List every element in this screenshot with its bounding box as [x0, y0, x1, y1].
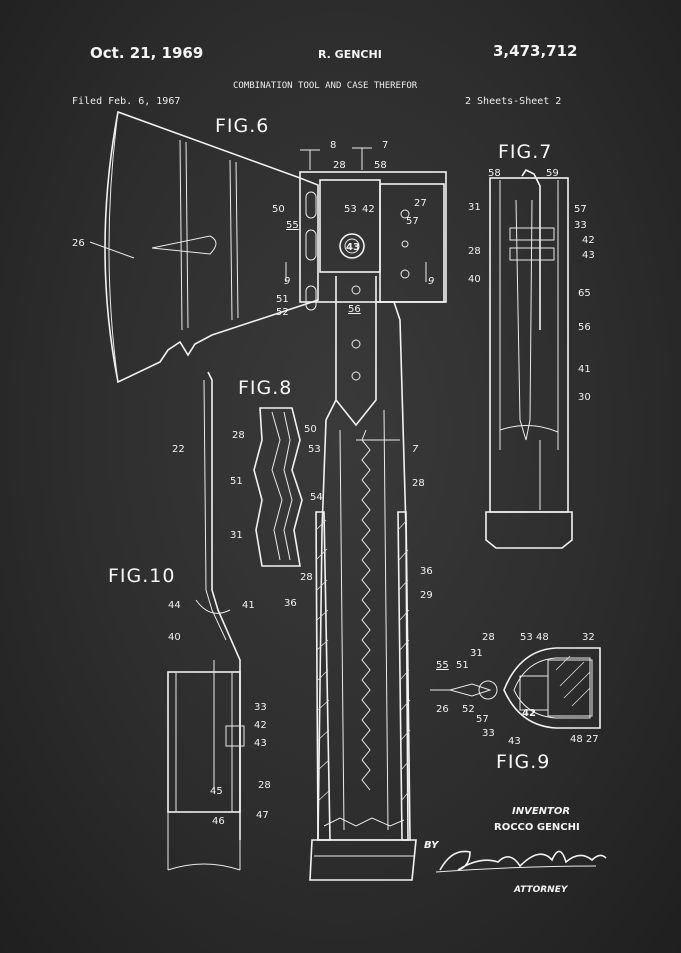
fig6-head-body	[299, 171, 447, 427]
fig9-label-51: 51	[456, 660, 469, 671]
fig8-reference-numerals: 28 50 53 51 54 31 28	[230, 424, 323, 583]
fig10-label-46: 46	[212, 816, 225, 827]
fig9-section	[430, 647, 601, 729]
fig6-label-9a: 9	[284, 276, 290, 287]
fig9-label-43: 43	[508, 736, 521, 747]
fig10-label-28: 28	[258, 780, 271, 791]
fig10-label-42: 42	[254, 720, 267, 731]
fig7-label-33: 33	[574, 220, 587, 231]
fig7-label-42: 42	[582, 235, 595, 246]
fig9-label-42: 42	[522, 708, 536, 719]
inventor-full-name: ROCCO GENCHI	[494, 822, 580, 833]
fig6-caption: FIG.6	[215, 115, 269, 137]
fig6-reference-numerals: 8 7 28 58 50 53 42 27 55 57 43 26 9 9 51…	[72, 140, 434, 609]
fig9-label-57: 57	[476, 714, 489, 725]
fig7-label-56: 56	[578, 322, 591, 333]
fig10-label-44: 44	[168, 600, 181, 611]
fig9-label-32: 32	[582, 632, 595, 643]
fig7-caption: FIG.7	[498, 141, 552, 163]
fig8-label-54: 54	[310, 492, 323, 503]
fig10-label-43: 43	[254, 738, 267, 749]
fig9-label-31: 31	[470, 648, 483, 659]
by-label: BY	[424, 840, 440, 851]
fig6-label-29: 29	[420, 590, 433, 601]
fig7-label-57: 57	[574, 204, 587, 215]
fig6-section-markers	[285, 147, 427, 441]
fig6-label-57: 57	[406, 216, 419, 227]
fig6-label-43: 43	[346, 242, 360, 253]
filed-date: Filed Feb. 6, 1967	[72, 96, 180, 107]
fig9-label-52: 52	[462, 704, 475, 715]
fig7-sheath	[485, 168, 573, 549]
fig7-label-40: 40	[468, 274, 481, 285]
fig10-label-47: 47	[256, 810, 269, 821]
fig9-label-33: 33	[482, 728, 495, 739]
fig9-label-26: 26	[436, 704, 449, 715]
fig6-label-42: 42	[362, 204, 375, 215]
fig6-label-53: 53	[344, 204, 357, 215]
fig7-label-58: 58	[488, 168, 501, 179]
fig7-label-28: 28	[468, 246, 481, 257]
fig10-label-45: 45	[210, 786, 223, 797]
fig6-label-50: 50	[272, 204, 285, 215]
fig9-reference-numerals: 28 53 48 32 55 51 31 26 52 57 42 33 43 4…	[436, 632, 599, 747]
fig6-label-28b: 28	[412, 478, 425, 489]
fig6-label-52: 52	[276, 307, 289, 318]
fig7-label-41: 41	[578, 364, 591, 375]
fig6-axe-blade	[89, 110, 319, 384]
fig7-label-30: 30	[578, 392, 591, 403]
fig6-label-51: 51	[276, 294, 289, 305]
fig6-label-36a: 36	[420, 566, 433, 577]
fig7-label-43: 43	[582, 250, 595, 261]
fig7-label-65: 65	[578, 288, 591, 299]
fig9-label-53: 53	[520, 632, 533, 643]
fig7-label-59: 59	[546, 168, 559, 179]
fig9-label-28: 28	[482, 632, 495, 643]
patent-date: Oct. 21, 1969	[90, 44, 203, 62]
fig9-label-55: 55	[436, 660, 449, 671]
fig6-label-36b: 36	[284, 598, 297, 609]
fig10-reference-numerals: 22 44 41 40 33 42 43 28 45 46 47	[168, 444, 271, 827]
inventor-header: R. GENCHI	[318, 48, 382, 61]
patent-number: 3,473,712	[493, 42, 577, 60]
fig9-label-48-27: 48 27	[570, 734, 599, 745]
fig8-label-51: 51	[230, 476, 243, 487]
attorney-caption: ATTORNEY	[513, 885, 569, 895]
fig7-label-31: 31	[468, 202, 481, 213]
fig6-label-7b: 7	[412, 444, 419, 455]
fig7-reference-numerals: 58 59 31 57 33 42 28 43 40 65 56 41 30	[468, 168, 595, 403]
fig6-label-56: 56	[348, 304, 361, 315]
fig6-label-9b: 9	[428, 276, 434, 287]
fig10-caption: FIG.10	[108, 565, 175, 587]
fig6-label-7: 7	[382, 140, 388, 151]
fig8-caption: FIG.8	[238, 377, 292, 399]
fig8-label-50: 50	[304, 424, 317, 435]
fig10-label-41: 41	[242, 600, 255, 611]
fig8-section	[253, 407, 303, 567]
fig10-section	[167, 371, 245, 871]
fig6-label-8: 8	[330, 140, 336, 151]
fig8-label-28b: 28	[300, 572, 313, 583]
fig9-label-48: 48	[536, 632, 549, 643]
fig8-label-31: 31	[230, 530, 243, 541]
fig10-label-33: 33	[254, 702, 267, 713]
attorney-signature	[435, 850, 607, 873]
fig9-caption: FIG.9	[496, 751, 550, 773]
fig10-label-22: 22	[172, 444, 185, 455]
fig6-label-26: 26	[72, 238, 85, 249]
fig6-handle	[309, 301, 417, 881]
fig8-label-53: 53	[308, 444, 321, 455]
fig6-label-55: 55	[286, 220, 299, 231]
fig8-label-28: 28	[232, 430, 245, 441]
fig6-label-27: 27	[414, 198, 427, 209]
inventor-caption: INVENTOR	[512, 806, 570, 817]
fig10-label-40: 40	[168, 632, 181, 643]
fig6-label-28: 28	[333, 160, 346, 171]
sheet-count: 2 Sheets-Sheet 2	[465, 96, 561, 107]
fig6-label-58: 58	[374, 160, 387, 171]
patent-title: COMBINATION TOOL AND CASE THEREFOR	[233, 81, 418, 91]
